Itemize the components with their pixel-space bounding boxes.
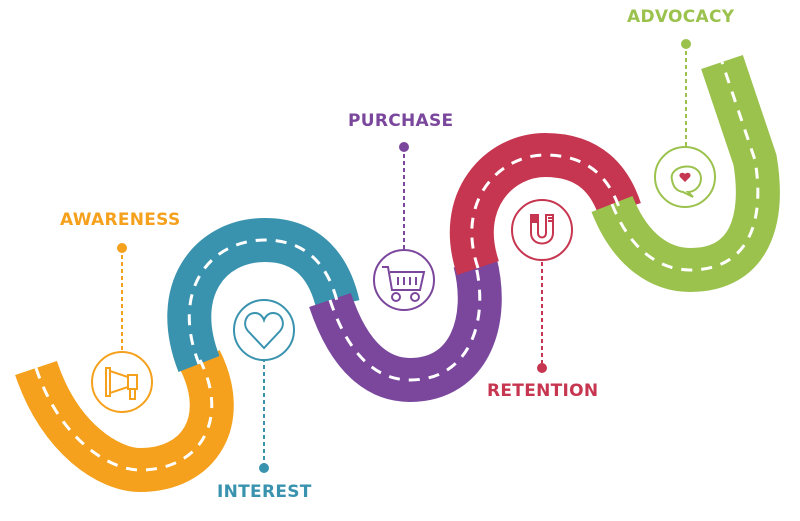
awareness-dot: [117, 243, 127, 253]
purchase-dot: [399, 142, 409, 152]
stage-label-awareness: AWARENESS: [60, 210, 181, 230]
interest-dot: [259, 463, 269, 473]
stage-label-advocacy: ADVOCACY: [627, 7, 735, 27]
road-segment-interest: [167, 217, 360, 373]
advocacy-dot: [681, 39, 691, 49]
stage-label-interest: INTEREST: [217, 482, 312, 502]
magnet-icon: [511, 199, 573, 261]
stage-label-purchase: PURCHASE: [348, 111, 454, 131]
retention-dot: [537, 363, 547, 373]
megaphone-icon: [91, 351, 153, 413]
heart-icon: [233, 299, 295, 361]
speech-bubble-heart-icon: [654, 146, 716, 208]
shopping-cart-icon: [373, 249, 435, 311]
stage-label-retention: RETENTION: [487, 381, 599, 401]
